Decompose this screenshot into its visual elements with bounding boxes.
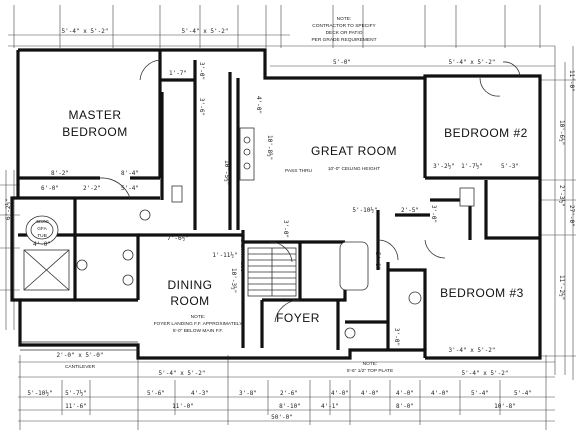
note-open-rail: OPEN HAND RAIL	[240, 231, 246, 272]
dim-label: 2'-5"	[401, 207, 419, 214]
dim-label: 11'-0"	[172, 403, 194, 410]
dim-label: 5'-3"	[501, 163, 519, 170]
dim-label: 5'-4"	[121, 185, 139, 192]
dim-label: 4'-0"	[431, 390, 449, 397]
dim-label: 10'-6½"	[558, 120, 565, 145]
dim-label-total-width: 50'-0"	[271, 414, 293, 421]
note-foyer-line3: 5'-0" BELOW MAIN F.F.	[173, 328, 223, 334]
dim-label: 8'-0"	[396, 403, 414, 410]
room-label-bedroom-2: BEDROOM #2	[444, 126, 528, 140]
dim-label: 1'-7½"	[461, 163, 483, 170]
dim-label: 3'-0"	[393, 328, 400, 346]
dim-label: 4'-0"	[255, 96, 262, 114]
dim-label: 4'-1"	[321, 403, 339, 410]
dim-label: 3'-4" x 5'-2"	[449, 347, 496, 354]
dim-label: 2'-3½"	[558, 185, 565, 207]
note-pass-thru: PASS THRU	[285, 168, 313, 174]
dim-label: 10'-8½"	[266, 135, 273, 160]
interior-walls	[18, 50, 540, 350]
note-tub-line3: TUB	[37, 233, 47, 239]
dimension-lines	[0, 5, 576, 430]
dim-label: 4'-0"	[361, 390, 379, 397]
dim-label: 4'-0"	[33, 241, 51, 248]
note-plate-line2: 5'-6" 1/2" TOP PLATE	[347, 368, 393, 374]
dim-label: 11'-2½"	[558, 275, 565, 300]
dim-label: 5'-10½"	[352, 207, 377, 214]
room-label-great-room: GREAT ROOM	[311, 144, 397, 158]
dim-label: 3'-8"	[239, 390, 257, 397]
dim-label: 5'-6"	[374, 252, 381, 270]
room-label-dining-line1: DINING	[168, 278, 213, 292]
dim-label: 4'-0"	[396, 390, 414, 397]
dim-label: 8'-2"	[51, 170, 69, 177]
note-tub-line2: GFA	[37, 226, 47, 232]
dim-label: 4'-0"	[331, 390, 349, 397]
dim-label: 2'-0" x 5'-0"	[57, 352, 104, 359]
room-label-foyer: FOYER	[276, 311, 320, 325]
dim-label: 10'-8"	[494, 403, 516, 410]
dim-label: 2'-6"	[280, 390, 298, 397]
dim-label: 3'-0"	[198, 62, 205, 80]
dim-label: 5'-7½"	[65, 390, 87, 397]
dim-label: 1'-7"	[169, 70, 187, 77]
dim-label: 27'-0"	[568, 205, 575, 227]
dimension-labels: 5'-4" x 5'-2" 5'-4" x 5'-2" 5'-0" 5'-4" …	[5, 28, 575, 421]
dim-label: 5'-4" x 5'-2"	[159, 370, 206, 377]
dim-label: 3'-0"	[282, 220, 289, 238]
note-top-line1: NOTE:	[337, 16, 352, 22]
dim-label: 7'-6½"	[167, 235, 189, 242]
dim-label: 5'-4"	[471, 390, 489, 397]
dim-label: 10'-5½"	[223, 160, 230, 185]
note-foyer-line1: NOTE:	[191, 314, 206, 320]
note-tub-line1: 42x60	[35, 219, 48, 225]
dim-label: 3'-0"	[430, 205, 437, 223]
note-foyer-line2: FOYER LANDING F.F. APPROXIMATELY	[154, 321, 244, 327]
dim-label: 5'-4" x 5'-2"	[462, 370, 509, 377]
dim-label: 3'-6"	[198, 98, 205, 116]
dim-label: 5'-0"	[333, 59, 351, 66]
room-label-dining-line2: ROOM	[170, 294, 209, 308]
room-label-master-line2: BEDROOM	[62, 125, 128, 139]
dim-label: 5'-4" x 5'-2"	[62, 28, 109, 35]
dim-label: 8'-4"	[121, 170, 139, 177]
stairs	[247, 247, 297, 297]
dim-label: 5'-4" x 5'-2"	[182, 28, 229, 35]
dim-label: 3'-2½"	[433, 163, 455, 170]
dim-label: 5'-6"	[147, 390, 165, 397]
note-cantilever: CANTILEVER	[65, 364, 96, 370]
dim-label: 8'-10"	[279, 403, 301, 410]
dim-label: 1'-11½"	[212, 252, 237, 259]
room-label-master-line1: MASTER	[68, 108, 121, 122]
bath-fixtures	[23, 127, 475, 339]
note-top-line3: DECK OR PATIO	[326, 30, 363, 36]
dim-label: 10'-3½"	[230, 268, 237, 293]
dim-label: 6'-0"	[41, 185, 59, 192]
dim-label: 5'-4" x 5'-2"	[449, 59, 496, 66]
dim-label: 5'-4"	[514, 390, 532, 397]
dim-label: 2'-2"	[83, 185, 101, 192]
dim-label: 4'-3"	[191, 390, 209, 397]
plan-notes: NOTE: CONTRACTOR TO SPECIFY DECK OR PATI…	[35, 16, 393, 374]
note-top-line4: PER GRADE REQUIREMENT	[311, 37, 376, 43]
door-swings	[99, 59, 521, 323]
note-plate-line1: NOTE:	[363, 361, 378, 367]
dim-label: 11'-6"	[65, 403, 87, 410]
note-top-line2: CONTRACTOR TO SPECIFY	[312, 23, 376, 29]
dim-label: 6'-2½"	[5, 198, 12, 220]
exterior-walls	[10, 48, 542, 360]
dim-label: 11'-0"	[568, 70, 575, 92]
great-room-ceiling-note: 10'-0" CEILING HEIGHT	[328, 166, 380, 172]
room-label-bedroom-3: BEDROOM #3	[440, 286, 524, 300]
room-labels: MASTER BEDROOM GREAT ROOM 10'-0" CEILING…	[62, 108, 528, 325]
dim-label: 5'-10½"	[27, 390, 52, 397]
